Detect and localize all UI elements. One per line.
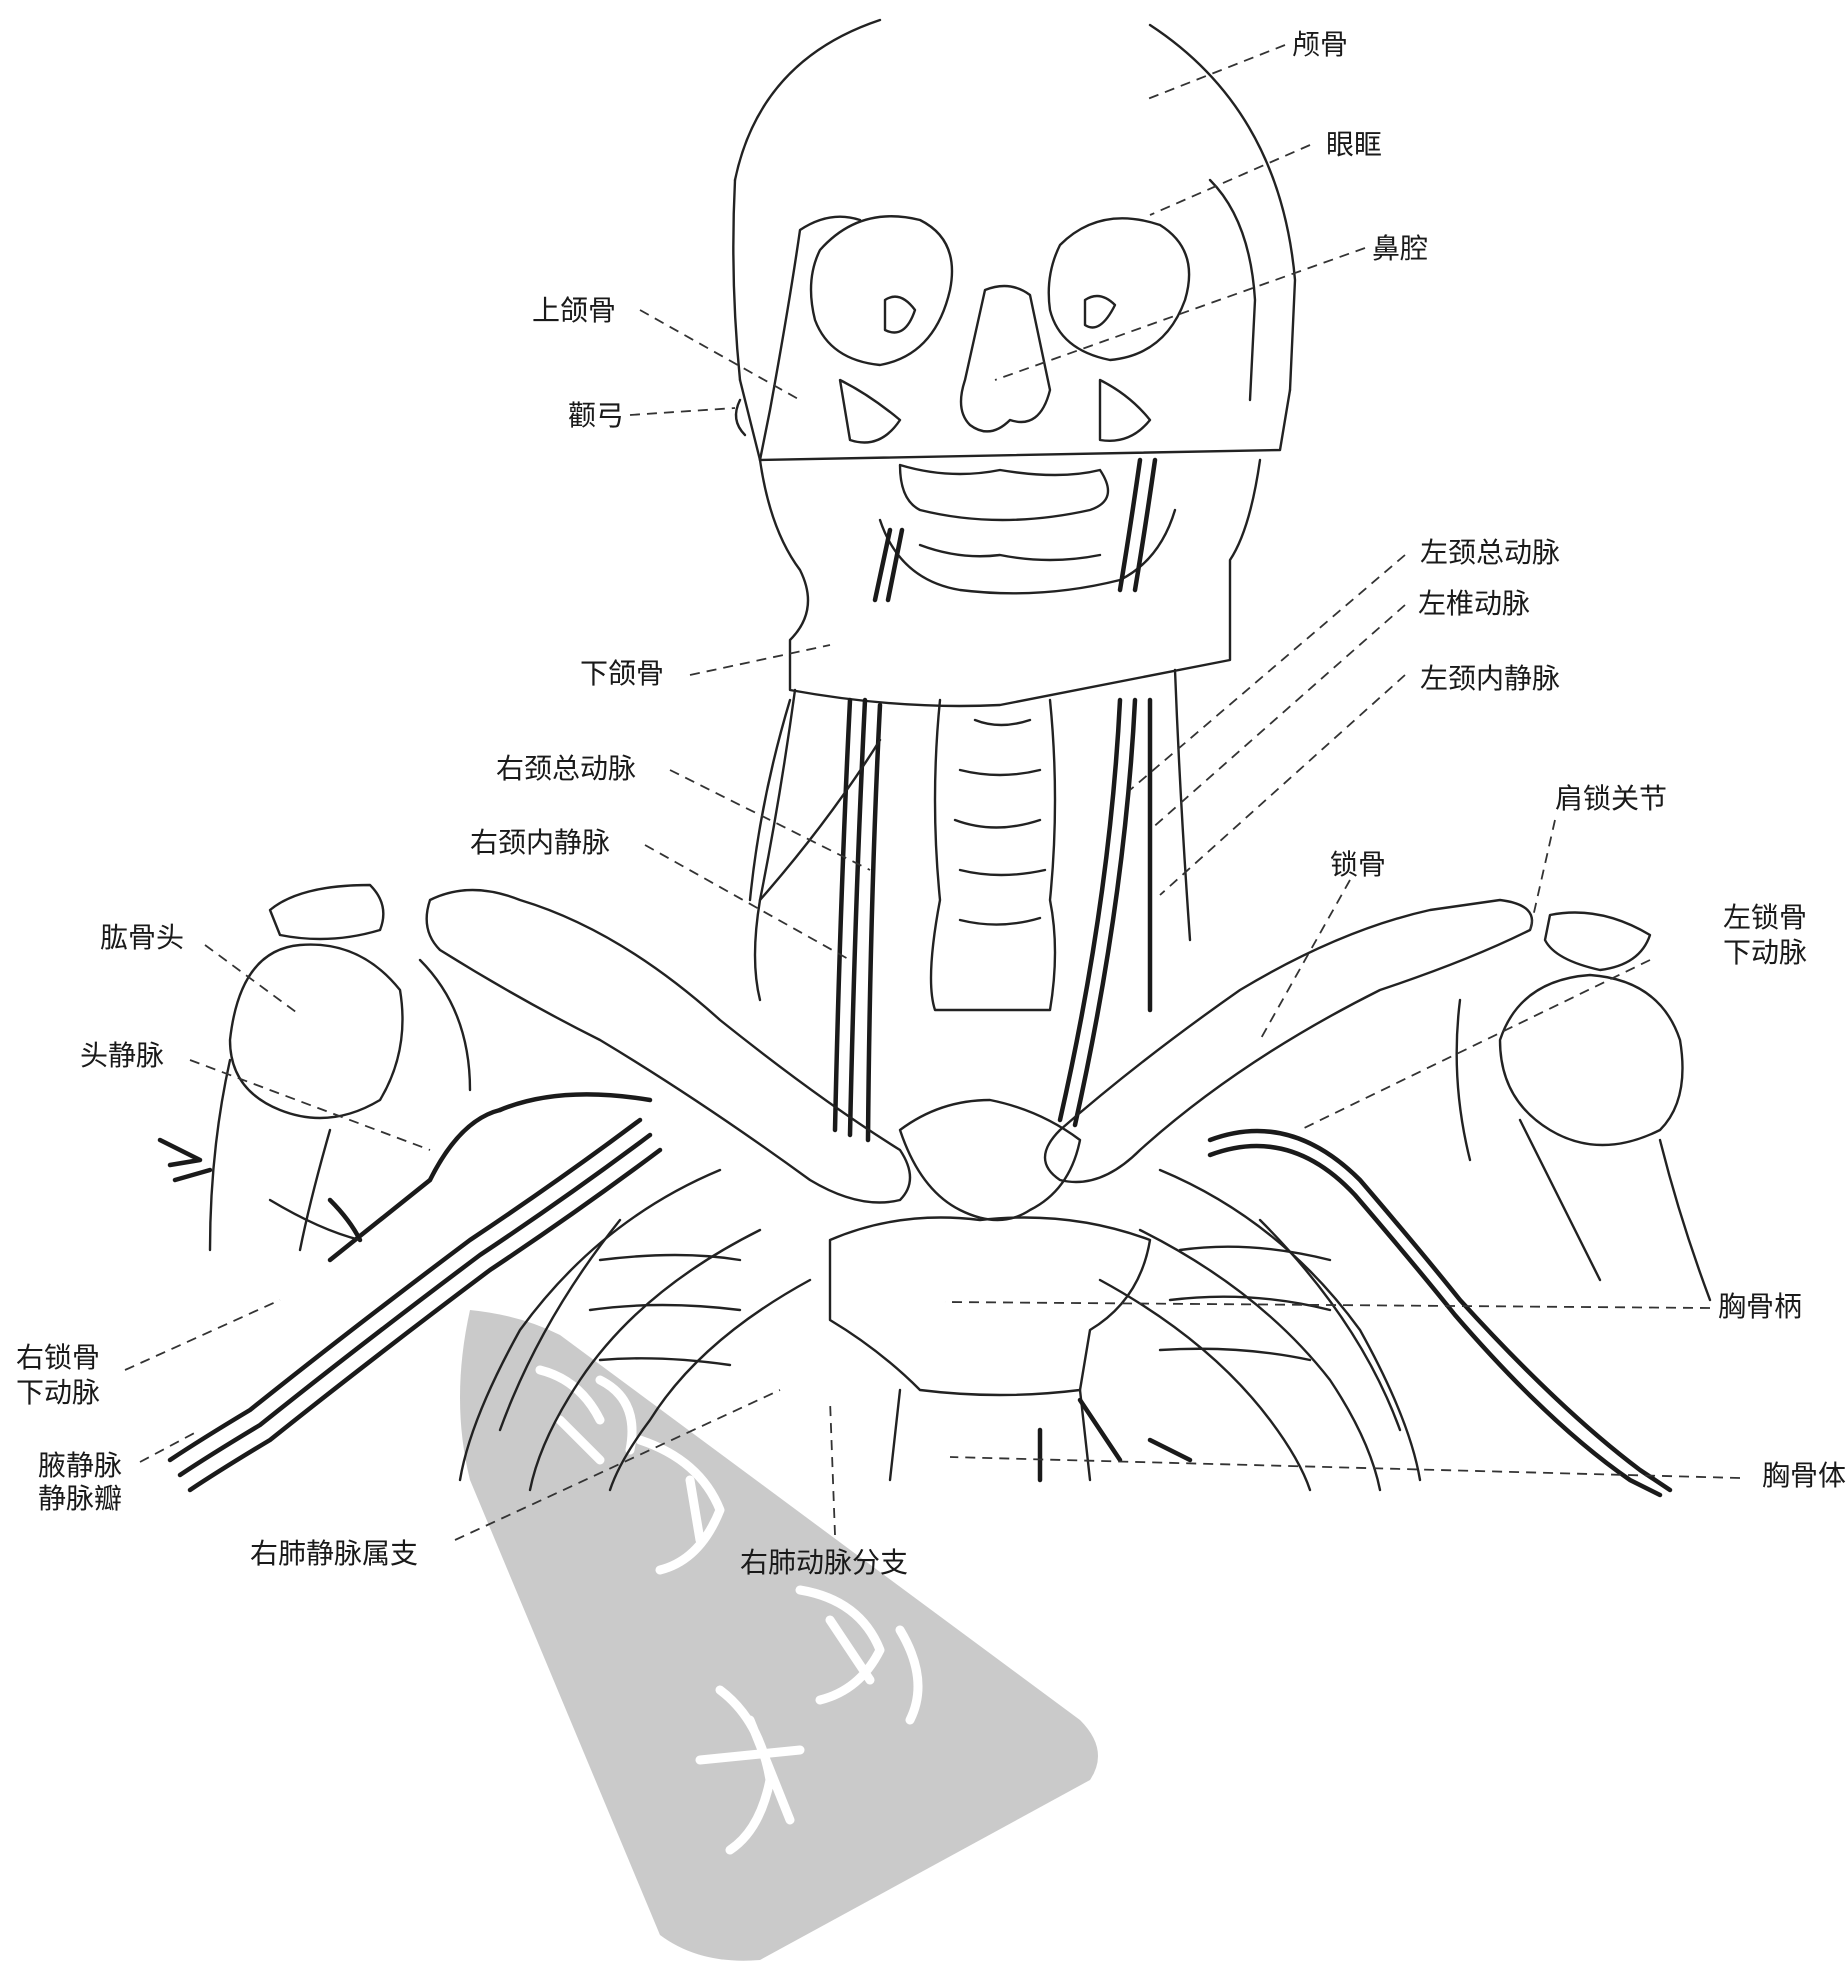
shoulder-girdle <box>210 885 1710 1300</box>
label-cephalic-vein: 头静脉 <box>80 1039 164 1072</box>
label-left-internal-jugular: 左颈内静脉 <box>1420 662 1560 695</box>
label-sternum-body: 胸骨体 <box>1762 1459 1846 1492</box>
label-right-common-carotid: 右颈总动脉 <box>496 752 636 785</box>
limb-vessels <box>160 1094 1670 1495</box>
label-clavicle: 锁骨 <box>1330 848 1386 881</box>
label-left-subclavian-2: 下动脉 <box>1723 936 1807 969</box>
label-axillary-vein-2: 静脉瓣 <box>38 1482 122 1515</box>
label-orbit: 眼眶 <box>1326 128 1382 161</box>
label-axillary-vein-1: 腋静脉 <box>38 1449 122 1482</box>
watermark-seal <box>460 1310 1098 1961</box>
label-nasal-cavity: 鼻腔 <box>1372 232 1428 265</box>
mandible <box>760 460 1260 706</box>
label-zygomatic-arch: 颧弓 <box>568 399 624 432</box>
skull <box>733 20 1295 520</box>
neck-vessels <box>750 460 1155 1140</box>
label-left-subclavian-1: 左锁骨 <box>1723 901 1807 934</box>
label-acromioclavicular-joint: 肩锁关节 <box>1555 782 1667 815</box>
sternum <box>830 1100 1150 1480</box>
label-humeral-head: 肱骨头 <box>100 921 184 954</box>
label-right-subclavian-1: 右锁骨 <box>16 1341 100 1374</box>
label-right-internal-jugular: 右颈内静脉 <box>470 826 610 859</box>
label-right-pulmonary-artery-branch: 右肺动脉分支 <box>740 1546 908 1579</box>
label-right-subclavian-2: 下动脉 <box>16 1376 100 1409</box>
label-mandible: 下颌骨 <box>580 657 664 690</box>
label-manubrium: 胸骨柄 <box>1718 1290 1802 1323</box>
labels: 颅骨 眼眶 鼻腔 上颌骨 颧弓 下颌骨 右颈总动脉 右颈内静脉 左颈总动脉 左椎… <box>16 28 1846 1579</box>
label-skull: 颅骨 <box>1292 28 1348 61</box>
label-left-vertebral-artery: 左椎动脉 <box>1418 587 1530 620</box>
label-left-common-carotid: 左颈总动脉 <box>1420 536 1560 569</box>
label-maxilla: 上颌骨 <box>532 294 616 327</box>
label-right-pulmonary-vein-branch: 右肺静脉属支 <box>250 1537 418 1570</box>
